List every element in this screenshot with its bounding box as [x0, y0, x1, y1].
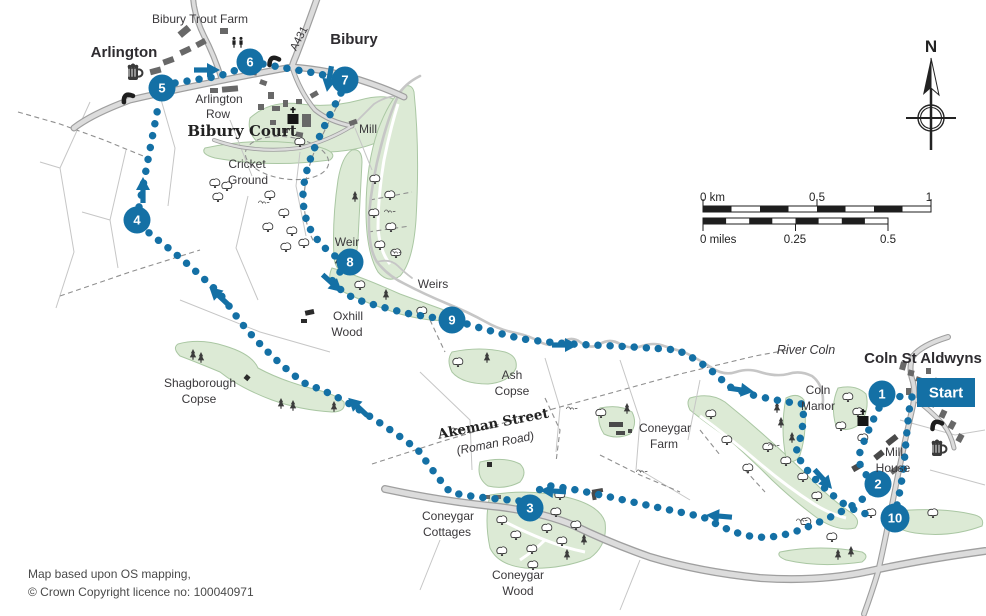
- toilets-icon: [232, 36, 236, 48]
- label-shagborough-copse: Shagborough: [164, 376, 236, 390]
- waypoint-markers: 1 2 3 4 5 6 7 8 9 10: [123, 48, 910, 533]
- label-coln-manor: Manor: [801, 399, 835, 413]
- waypoint-number: 5: [158, 81, 165, 96]
- waypoint-9: 9: [438, 306, 466, 334]
- waypoint-6: 6: [236, 48, 264, 76]
- waypoint-number: 7: [341, 73, 348, 88]
- label-coneygar-wood: Coneygar: [492, 568, 544, 582]
- scale-bar-km: [702, 199, 932, 213]
- compass-needle-left: [923, 58, 931, 95]
- compass-north-label: N: [925, 37, 937, 56]
- waypoint-3: 3: [516, 494, 544, 522]
- label-weir: Weir: [335, 235, 359, 249]
- start-label: Start: [929, 385, 963, 402]
- waypoint-number: 2: [874, 477, 881, 492]
- waypoint-7: 7: [331, 66, 359, 94]
- label-coln-manor: Coln: [806, 383, 831, 397]
- label-mill-bibury: Mill: [359, 122, 377, 136]
- credit-line-1: Map based upon OS mapping,: [28, 567, 191, 581]
- waypoint-1: 1: [868, 380, 896, 408]
- label-bibury: Bibury: [330, 31, 378, 48]
- label-coneygar-cottages: Cottages: [423, 525, 471, 539]
- label-coneygar-farm: Farm: [650, 437, 678, 451]
- label-bibury-trout-farm: Bibury Trout Farm: [152, 12, 248, 26]
- arlington-pub-icon: [126, 62, 144, 81]
- waypoint-number: 3: [526, 501, 533, 516]
- label-oxhill-wood: Wood: [331, 325, 362, 339]
- scale-bar-miles: [702, 217, 889, 231]
- compass-needle-right: [930, 57, 940, 97]
- label-bibury-court: Bibury Court: [187, 122, 296, 140]
- label-arlington-row: Arlington: [195, 92, 242, 106]
- label-oxhill-wood: Oxhill: [333, 309, 363, 323]
- label-weirs: Weirs: [418, 277, 448, 291]
- scale-bars: 0 km 0.5 1 0 miles 0.25 0.5: [700, 192, 932, 246]
- waypoint-5: 5: [148, 74, 176, 102]
- coln-phone-icon: [930, 420, 942, 429]
- label-arlington: Arlington: [91, 44, 158, 61]
- start-badge: Start: [917, 378, 975, 407]
- label-arlington-row: Row: [206, 107, 230, 121]
- label-coneygar-farm: Coneygar: [639, 421, 691, 435]
- copyright-credit: Map based upon OS mapping, © Crown Copyr…: [28, 567, 254, 599]
- waypoint-number: 9: [448, 313, 455, 328]
- scale-miles-mid: 0.25: [784, 234, 806, 246]
- scale-km-zero: 0 km: [700, 192, 725, 204]
- waypoint-number: 1: [878, 387, 885, 402]
- waypoint-10: 10: [880, 503, 910, 533]
- label-cricket-ground: Cricket: [228, 157, 266, 171]
- map-labels: Bibury Trout Farm Arlington Bibury A431 …: [91, 12, 982, 598]
- waypoint-number: 6: [246, 55, 253, 70]
- label-ash-copse: Copse: [495, 384, 530, 398]
- toilets-icon: [239, 36, 243, 48]
- scale-km-mid: 0.5: [809, 192, 825, 204]
- credit-line-2: © Crown Copyright licence no: 100040971: [28, 585, 254, 599]
- scale-miles-end: 0.5: [880, 234, 896, 246]
- waypoint-8: 8: [336, 248, 364, 276]
- label-coln-st-aldwyns: Coln St Aldwyns: [864, 350, 982, 367]
- label-a431-road: A431: [288, 24, 311, 52]
- field-boundaries: [39, 95, 986, 611]
- label-river-coln: River Coln: [777, 343, 835, 357]
- label-mill-house: Mill: [885, 445, 903, 459]
- river-coln-line: [351, 74, 825, 410]
- scale-km-end: 1: [926, 192, 932, 204]
- label-ash-copse: Ash: [502, 368, 523, 382]
- waypoint-number: 8: [346, 255, 353, 270]
- label-shagborough-copse: Copse: [182, 392, 217, 406]
- waypoint-number: 10: [888, 511, 902, 526]
- scale-miles-zero: 0 miles: [700, 234, 737, 246]
- label-mill-house: House: [876, 461, 911, 475]
- label-coneygar-cottages: Coneygar: [422, 509, 474, 523]
- coln-pub-icon: [930, 438, 948, 457]
- label-cricket-ground: Ground: [228, 173, 268, 187]
- north-compass: N: [906, 37, 956, 150]
- waypoint-2: 2: [864, 470, 892, 498]
- label-coneygar-wood: Wood: [502, 584, 533, 598]
- waypoint-number: 4: [133, 213, 141, 228]
- waypoint-4: 4: [123, 206, 151, 234]
